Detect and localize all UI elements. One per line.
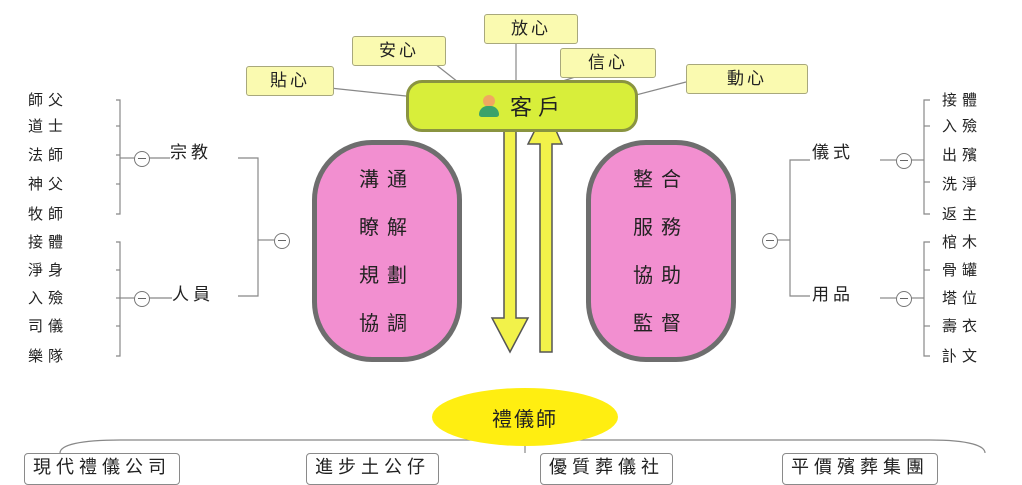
pill-item: 規劃 [359,263,415,287]
leaf-node: 樂隊 [28,347,69,365]
leaf-node: 接體 [942,91,983,109]
planner-node: 禮儀師 [432,388,618,446]
leaf-node: 牧師 [28,205,69,223]
leaf-node: 師父 [28,91,69,109]
planner-label: 禮儀師 [492,406,558,431]
company-box: 平價殯葬集團 [782,453,938,485]
company-box: 優質葬儀社 [540,453,673,485]
right-pill: 整合 服務 協助 監督 [586,140,736,362]
leaf-node: 骨罐 [942,261,983,279]
leaf-node: 神父 [28,175,69,193]
leaf-node: 返主 [942,205,983,223]
collapse-toggle[interactable] [896,291,912,307]
leaf-node: 訃文 [942,347,983,365]
group-label: 宗教 [170,143,212,163]
company-box: 現代禮儀公司 [24,453,180,485]
leaf-node: 洗淨 [942,175,983,193]
leaf-node: 淨身 [28,261,69,279]
pill-item: 監督 [633,311,689,335]
collapse-toggle[interactable] [134,151,150,167]
callout-bubble: 安心 [352,36,446,66]
callout-bubble: 貼心 [246,66,334,96]
pill-item: 瞭解 [359,215,415,239]
left-pill: 溝通 瞭解 規劃 協調 [312,140,462,362]
callout-bubble: 動心 [686,64,808,94]
leaf-node: 法師 [28,146,69,164]
collapse-toggle[interactable] [274,233,290,249]
pill-item: 協調 [359,311,415,335]
pill-item: 整合 [633,167,689,191]
person-icon [478,95,500,117]
pill-item: 協助 [633,263,689,287]
collapse-toggle[interactable] [896,153,912,169]
company-box: 進步土公仔 [306,453,439,485]
leaf-node: 入殮 [28,289,69,307]
group-label: 儀式 [812,143,854,163]
leaf-node: 道士 [28,117,69,135]
customer-node: 客戶 [406,80,638,132]
leaf-node: 出殯 [942,146,983,164]
customer-label: 客戶 [509,96,566,121]
collapse-toggle[interactable] [134,291,150,307]
leaf-node: 棺木 [942,233,983,251]
callout-bubble: 放心 [484,14,578,44]
pill-item: 服務 [633,215,689,239]
leaf-node: 接體 [28,233,69,251]
collapse-toggle[interactable] [762,233,778,249]
callout-bubble: 信心 [560,48,656,78]
leaf-node: 塔位 [942,289,983,307]
group-label: 人員 [172,285,214,305]
leaf-node: 司儀 [28,317,69,335]
connector-lines [59,40,986,454]
leaf-node: 入殮 [942,117,983,135]
group-label: 用品 [812,285,854,305]
mind-map: 貼心 安心 放心 信心 動心 客戶 溝通 瞭解 規劃 協調 整合 服務 協助 監… [24,14,986,485]
flow-arrows [490,106,564,354]
leaf-node: 壽衣 [942,317,983,335]
pill-item: 溝通 [359,167,415,191]
